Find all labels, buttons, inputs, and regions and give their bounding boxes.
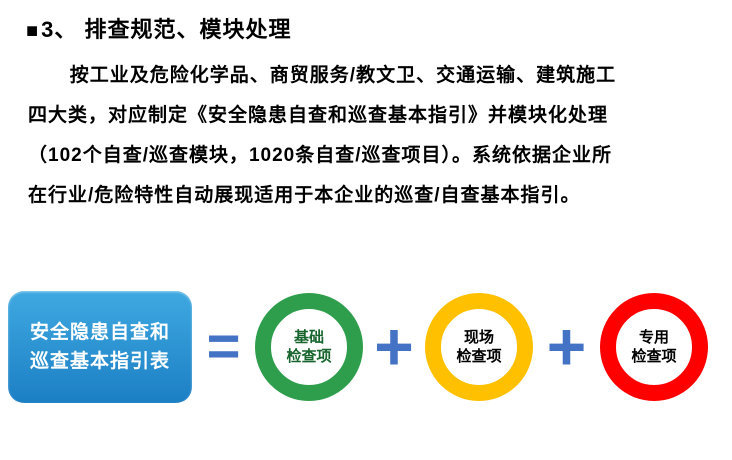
ring-onsite-line2: 检查项 — [456, 348, 502, 365]
ring-basic-check-items: 基础 检查项 — [255, 293, 363, 401]
equation-diagram: 安全隐患自查和 巡查基本指引表 = 基础 检查项 + 现场 检查项 + 专用 检… — [0, 282, 732, 412]
body-line: 四大类，对应制定《安全隐患自查和巡查基本指引》并模块化处理 — [28, 105, 609, 126]
ring-onsite-check-items: 现场 检查项 — [425, 293, 533, 401]
ring-basic-line1: 基础 — [293, 329, 324, 346]
ring-onsite-line1: 现场 — [463, 329, 494, 346]
square-bullet-icon: ■ — [26, 20, 40, 42]
ring-special-check-items: 专用 检查项 — [600, 293, 708, 401]
body-line: 按工业及危险化学品、商贸服务/教文卫、交通运输、建筑施工 — [69, 65, 617, 86]
slide-body: 按工业及危险化学品、商贸服务/教文卫、交通运输、建筑施工 四大类，对应制定《安全… — [28, 56, 716, 216]
ring-special-line2: 检查项 — [631, 348, 677, 365]
ring-basic-line2: 检查项 — [286, 348, 332, 365]
plus-sign: + — [546, 309, 587, 385]
guide-table-box-line1: 安全隐患自查和 — [29, 322, 170, 343]
slide-title: ■3、 排查规范、模块处理 — [26, 12, 291, 44]
equals-sign: = — [206, 314, 241, 379]
guide-table-box: 安全隐患自查和 巡查基本指引表 — [8, 291, 192, 403]
body-line: （102个自查/巡查模块，1020条自查/巡查项目）。系统依据企业所 — [28, 145, 613, 166]
ring-special-line1: 专用 — [638, 329, 669, 346]
body-line: 在行业/危险特性自动展现适用于本企业的巡查/自查基本指引。 — [28, 185, 581, 206]
slide-title-text: 3、 排查规范、模块处理 — [41, 17, 292, 42]
guide-table-box-line2: 巡查基本指引表 — [29, 351, 170, 372]
plus-sign: + — [374, 309, 414, 385]
